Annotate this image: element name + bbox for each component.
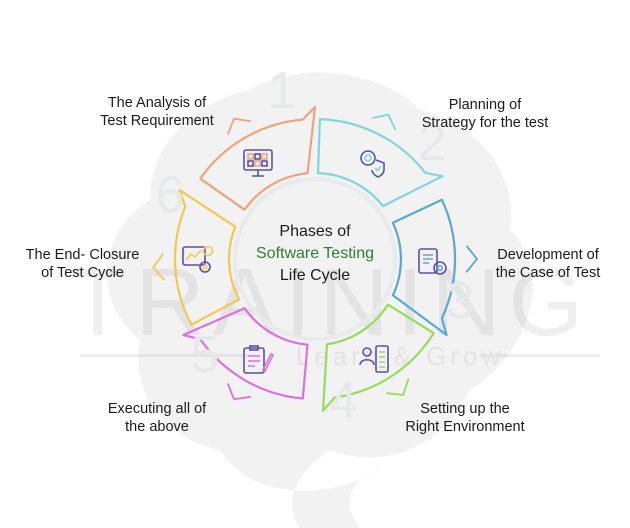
gear-shield-badge-icon-part: [364, 154, 372, 162]
document-gear-icon-part: [418, 248, 438, 274]
phase-4-label-line2: Right Environment: [405, 419, 525, 435]
center-title-line2: Software Testing: [256, 245, 374, 262]
phase-6-label-line2: of Test Cycle: [41, 265, 124, 281]
phase-2-label-line1: Planning of: [448, 97, 522, 113]
phase-1-label-line2: Test Requirement: [100, 113, 214, 129]
phase-4-label-line1: Setting up the: [420, 401, 510, 417]
clipboard-pencil-icon-part: [261, 352, 275, 373]
chart-money-gear-icon-part: [185, 249, 202, 261]
phase-6-segment: [173, 188, 241, 326]
user-checklist-icon-part: [362, 347, 372, 357]
clipboard-pencil-icon-part: [248, 355, 260, 367]
phase-5-label-line2: the above: [125, 419, 189, 435]
clipboard-pencil-icon-part: [243, 347, 265, 374]
phase-2-label-line2: Strategy for the test: [421, 115, 549, 131]
user-checklist-icon-part: [375, 345, 389, 373]
phase-3-label-line1: Development of: [497, 247, 599, 263]
document-gear-icon-part: [436, 264, 443, 271]
watermark-line-left: [80, 354, 250, 357]
phase-4-number: 4: [329, 372, 358, 430]
phase-5-label: Executing all of the above: [92, 400, 222, 436]
gear-shield-badge-icon-part: [360, 150, 376, 166]
user-checklist-icon: [359, 345, 389, 373]
background-blob-shape: [107, 72, 533, 528]
chart-money-gear-icon-part: [199, 261, 211, 273]
phase-numbers: 1 2 3 4 5 6: [156, 62, 475, 430]
chart-money-gear-icon-part: [202, 245, 214, 257]
document-gear-icon-part: [433, 261, 447, 275]
phase-1-label: The Analysis of Test Requirement: [82, 94, 232, 130]
gear-shield-badge-icon-part: [371, 159, 385, 178]
chart-money-gear-icon-part: [182, 246, 206, 266]
user-checklist-icon-part: [359, 358, 375, 366]
gear-shield-badge-icon: [360, 150, 385, 178]
clipboard-pencil-icon-part: [249, 345, 259, 351]
phase-4-pointer-chevron: [386, 378, 410, 396]
phase-2-number: 2: [418, 114, 447, 172]
phase-6-pointer-chevron: [152, 253, 166, 281]
phase-5-segment: [182, 307, 309, 400]
phase-3-segment: [391, 198, 457, 337]
center-title-line3: Life Cycle: [280, 267, 350, 284]
document-gear-icon-part: [423, 254, 433, 264]
phase-1-pointer-chevron: [226, 117, 251, 135]
monitor-dashboard-icon-part: [261, 160, 268, 167]
chart-money-gear-icon-part: [202, 264, 208, 270]
phase-6-label-line1: The End- Closure: [25, 247, 140, 263]
watermark-line-right: [480, 354, 600, 357]
phase-1-number: 1: [268, 62, 297, 120]
monitor-dashboard-icon-part: [261, 153, 268, 160]
phase-3-label-line2: the Case of Test: [495, 265, 601, 281]
phase-6-number: 6: [156, 166, 185, 224]
user-checklist-icon-part: [379, 351, 385, 368]
phase-5-label-line1: Executing all of: [107, 401, 207, 417]
phase-segments: [152, 105, 479, 412]
phase-3-label: Development of the Case of Test: [483, 246, 613, 282]
phase-icons: [182, 149, 447, 374]
monitor-dashboard-icon-part: [252, 170, 264, 177]
inner-ring: [233, 177, 397, 341]
phase-2-label: Planning of Strategy for the test: [405, 96, 565, 132]
monitor-dashboard-icon-part: [254, 160, 261, 167]
phase-5-number: 5: [191, 326, 220, 384]
phase-4-label: Setting up the Right Environment: [385, 400, 545, 436]
phase-2-segment: [316, 118, 444, 208]
watermark-brand-sub: Learn & Grow: [296, 341, 504, 371]
phase-6-label: The End- Closure of Test Cycle: [10, 246, 155, 282]
phase-1-segment: [199, 105, 317, 211]
center-title-line1: Phases of: [279, 223, 351, 240]
phase-2-pointer-chevron: [371, 113, 397, 131]
monitor-dashboard-icon: [243, 149, 273, 177]
phase-3-pointer-chevron: [465, 245, 479, 273]
monitor-dashboard-icon-part: [254, 153, 261, 160]
document-gear-icon: [418, 248, 447, 275]
background-watermark: [107, 72, 533, 528]
phase-4-segment: [321, 303, 435, 412]
monitor-dashboard-icon-part: [247, 153, 254, 160]
phase-5-pointer-chevron: [226, 383, 251, 401]
monitor-dashboard-icon-part: [247, 160, 254, 167]
gear-shield-badge-icon-part: [374, 165, 382, 172]
clipboard-pencil-icon: [243, 345, 275, 374]
phase-3-number: 3: [446, 272, 475, 330]
chart-money-gear-icon: [182, 245, 214, 273]
phase-1-label-line1: The Analysis of: [107, 95, 207, 111]
